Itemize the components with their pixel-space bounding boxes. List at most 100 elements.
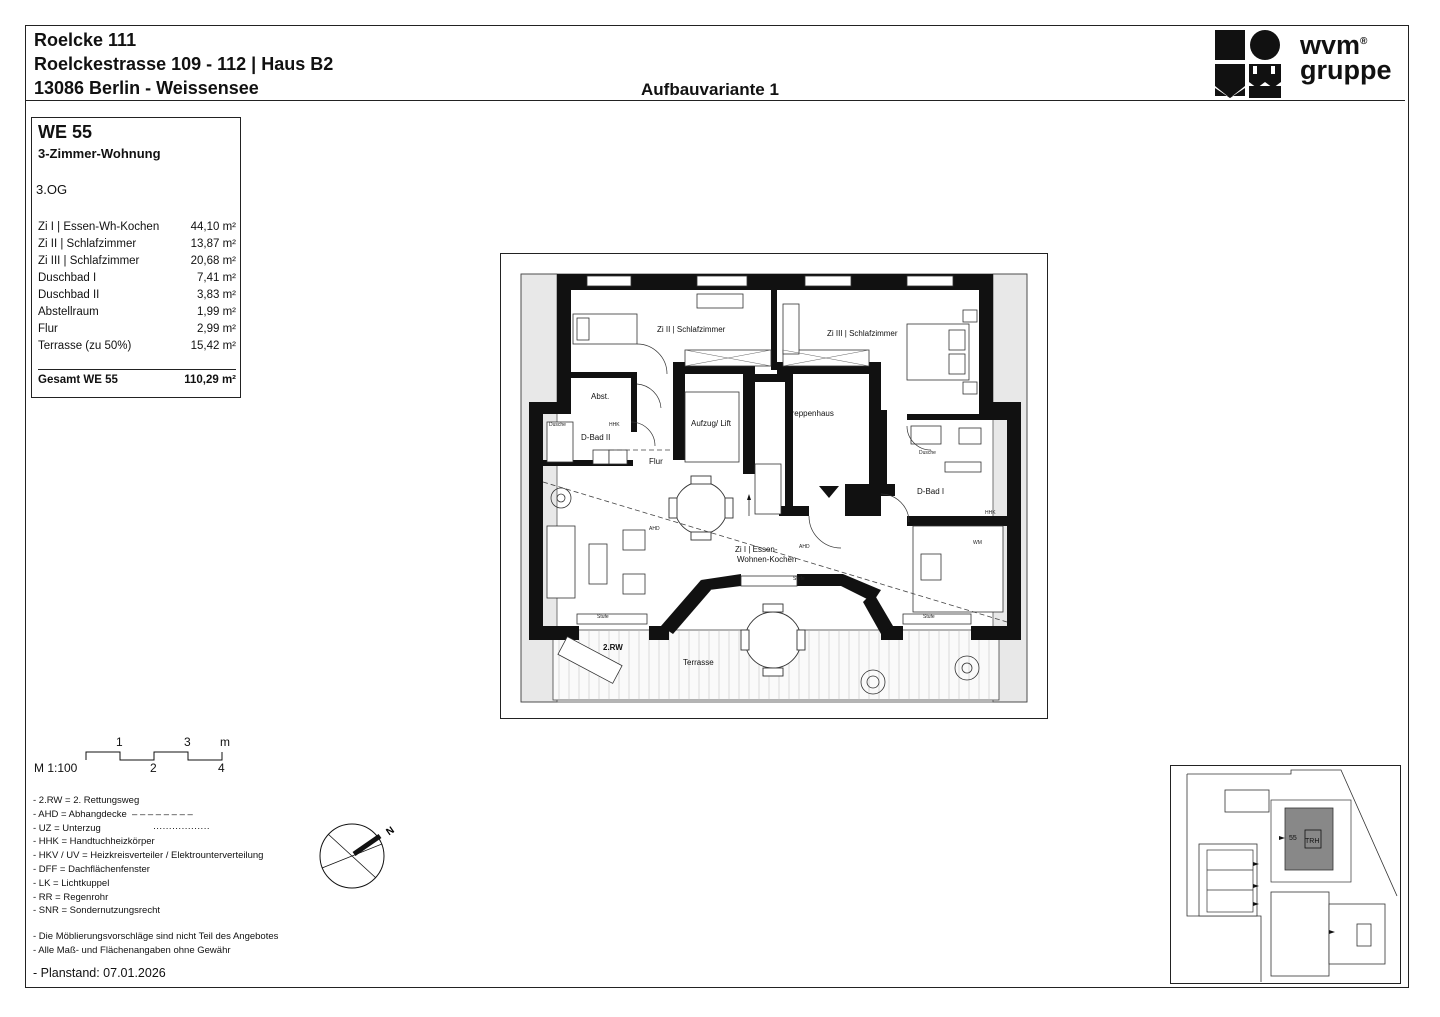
north-label: N — [384, 825, 396, 838]
wvm-logo — [1215, 30, 1281, 98]
scale-label: M 1:100 — [34, 761, 78, 775]
site-unit-number: 55 — [1289, 835, 1297, 842]
label-treppe: Treppenhaus — [787, 409, 834, 418]
room-area: 7,41 m² — [197, 272, 236, 284]
highlighted-building — [1284, 807, 1334, 871]
legend-item: - 2.RW = 2. Rettungsweg — [33, 795, 140, 806]
label-stufe-1: Stufe — [597, 614, 609, 620]
legend-item: - SNR = Sondernutzungsrecht — [33, 905, 160, 917]
elevator-shaft — [684, 391, 740, 463]
project-name: Roelcke 111 — [34, 30, 137, 50]
room-row: Zi I | Essen-Wh-Kochen 44,10 m² — [38, 221, 236, 233]
unit-type: 3-Zimmer-Wohnung — [38, 146, 161, 161]
total-label: Gesamt WE 55 — [38, 374, 118, 386]
scale-bar: M 1:100 1 3 m 2 4 — [30, 732, 250, 782]
room-area: 20,68 m² — [190, 255, 236, 267]
unit-info-box: WE 55 3-Zimmer-Wohnung 3.OG Zi I | Essen… — [31, 117, 241, 398]
label-terrasse: Terrasse — [683, 658, 714, 667]
room-name: Flur — [38, 323, 58, 335]
room-row: Duschbad II 3,83 m² — [38, 289, 236, 301]
label-dbad1: D-Bad I — [917, 487, 944, 496]
label-dusche-1: Dusche — [919, 450, 936, 456]
label-rw: 2.RW — [603, 643, 623, 652]
label-wm: WM — [973, 540, 982, 546]
room-name: Duschbad II — [38, 289, 100, 301]
brand-line-2: gruppe — [1300, 55, 1392, 85]
plan-date: - Planstand: 07.01.2026 — [33, 966, 166, 980]
room-row: Abstellraum 1,99 m² — [38, 306, 236, 318]
label-ahd-2: AHD — [799, 544, 810, 550]
label-zi1-a: Zi I | Essen- — [735, 545, 778, 554]
label-aufzug: Aufzug/ Lift — [691, 419, 732, 428]
scale-tick-4: 4 — [218, 761, 225, 775]
legend-item: - LK = Lichtkuppel — [33, 877, 110, 889]
room-area: 3,83 m² — [197, 289, 236, 301]
room-area: 1,99 m² — [197, 306, 236, 318]
room-name: Zi II | Schlafzimmer — [38, 238, 137, 250]
dining-tables — [668, 475, 806, 677]
site-plan: 55 TRH — [1170, 765, 1401, 984]
windows — [576, 275, 972, 625]
stair-arrow — [819, 486, 839, 498]
room-row: Terrasse (zu 50%) 15,42 m² — [38, 340, 236, 352]
floor-plan: Zi II | Schlafzimmer Zi III | Schlafzimm… — [520, 273, 1028, 703]
legend-item: - AHD = Abhangdecke – – – – – – – – — [33, 808, 193, 820]
room-row: Flur 2,99 m² — [38, 323, 236, 335]
label-stufe-2: Stufe — [923, 614, 935, 620]
floor-plan-box: Zi II | Schlafzimmer Zi III | Schlafzimm… — [500, 253, 1048, 719]
drawing-frame — [25, 25, 1409, 988]
doors — [630, 343, 932, 549]
label-zi1-b: Wohnen-Kochen — [737, 555, 796, 564]
wardrobes — [684, 303, 870, 367]
label-dbad2: D-Bad II — [581, 433, 610, 442]
brand-line-1: wvm® — [1300, 30, 1368, 60]
room-name: Duschbad I — [38, 272, 97, 284]
room-name: Zi I | Essen-Wh-Kochen — [38, 221, 160, 233]
room-name: Terrasse (zu 50%) — [38, 340, 132, 352]
terrace-planks — [558, 630, 990, 700]
scale-tick-2: 2 — [150, 761, 157, 775]
scale-tick-3: 3 — [184, 735, 191, 749]
walls — [529, 274, 1021, 640]
variant-title: Aufbauvariante 1 — [641, 80, 779, 99]
city-address: 13086 Berlin - Weissensee — [34, 78, 259, 98]
legend-item: - HHK = Handtuchheizkörper — [33, 836, 155, 848]
label-ahd: AHD — [649, 526, 660, 532]
room-row: Duschbad I 7,41 m² — [38, 272, 236, 284]
total-divider — [38, 369, 236, 370]
room-name: Zi III | Schlafzimmer — [38, 255, 140, 267]
plants — [550, 487, 980, 695]
uz-marker: ·················· — [152, 822, 210, 834]
site-trh: TRH — [1305, 838, 1319, 845]
room-name: Abstellraum — [38, 306, 99, 318]
room-row: Zi II | Schlafzimmer 13,87 m² — [38, 238, 236, 250]
room-area: 44,10 m² — [190, 221, 236, 233]
north-arrow: N — [319, 823, 397, 889]
label-flur: Flur — [649, 457, 663, 466]
legend-item: - HKV / UV = Heizkreisverteiler / Elektr… — [33, 850, 264, 862]
furniture — [546, 293, 1004, 684]
total-area: 110,29 m² — [184, 374, 236, 386]
legend-item: - RR = Regenrohr — [33, 891, 109, 903]
label-zi2: Zi II | Schlafzimmer — [657, 325, 726, 334]
ahd-marker: – – – – – – – – — [132, 808, 193, 820]
legend-item: - UZ = Unterzug·················· — [33, 822, 210, 834]
label-abst: Abst. — [591, 392, 609, 401]
total-row: Gesamt WE 55 110,29 m² — [38, 374, 236, 386]
note-dimensions: - Alle Maß- und Flächenangaben ohne Gewä… — [33, 945, 231, 956]
room-area: 2,99 m² — [197, 323, 236, 335]
label-hhk-2: HHK — [609, 422, 620, 428]
scale-tick-1: 1 — [116, 735, 123, 749]
street-address: Roelckestrasse 109 - 112 | Haus B2 — [34, 54, 334, 74]
label-zi3: Zi III | Schlafzimmer — [827, 329, 898, 338]
header-divider — [25, 100, 1405, 101]
ahd-dashed-line — [542, 481, 1008, 623]
label-stufe-3: Stufe — [793, 576, 805, 582]
unit-id: WE 55 — [38, 122, 93, 142]
legend-item: - DFF = Dachflächenfenster — [33, 863, 150, 875]
note-furniture: - Die Möblierungsvorschläge sind nicht T… — [33, 931, 279, 942]
unit-floor: 3.OG — [36, 182, 68, 197]
legend: - 2.RW = 2. Rettungsweg - AHD = Abhangde… — [33, 794, 263, 918]
room-area: 13,87 m² — [190, 238, 236, 250]
label-dusche-2: Dusche — [549, 422, 566, 428]
